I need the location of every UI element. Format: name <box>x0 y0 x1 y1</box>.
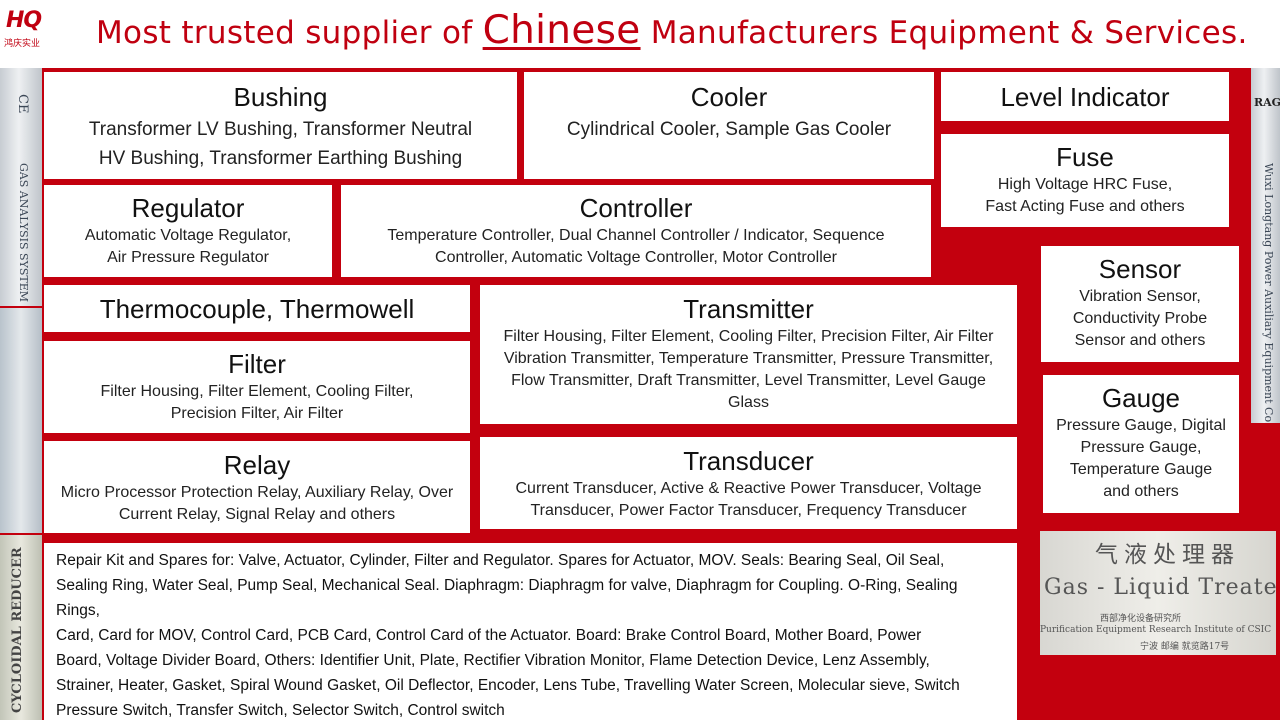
controller-title: Controller <box>579 193 693 223</box>
fuse-desc-line2: Fast Acting Fuse and others <box>985 198 1185 215</box>
right-equipment-photo: RAG Wuxi Longtang Power Auxiliary Equipm… <box>1251 68 1280 423</box>
controller-desc-line1: Temperature Controller, Dual Channel Con… <box>387 227 885 244</box>
transducer-desc-line2: Transducer, Power Factor Transducer, Fre… <box>530 502 967 519</box>
transmitter-title: Transmitter <box>683 294 814 324</box>
transmitter-desc-line4: Glass <box>728 394 769 411</box>
sensor-title: Sensor <box>1098 254 1182 284</box>
relay-desc-line1: Micro Processor Protection Relay, Auxili… <box>60 484 454 501</box>
gas-liquid-treater-photo: 气液处理器 Gas - Liquid Treater 西部净化设备研究所 Pur… <box>1040 531 1276 655</box>
transducer-title: Transducer <box>683 446 814 476</box>
thermocouple-box: Thermocouple, Thermowell <box>44 285 470 332</box>
title-after: Manufacturers Equipment & Services. <box>640 15 1248 51</box>
bushing-box: Bushing Transformer LV Bushing, Transfor… <box>44 72 517 179</box>
spares-line3: Rings, <box>56 602 100 619</box>
transmitter-desc-line3: Flow Transmitter, Draft Transmitter, Lev… <box>511 372 986 389</box>
spares-line4: Card, Card for MOV, Control Card, PCB Ca… <box>56 627 922 644</box>
nameplate-chinese: 气液处理器 <box>1095 542 1240 568</box>
spares-box: Repair Kit and Spares for: Valve, Actuat… <box>44 543 1017 720</box>
sensor-box: Sensor Vibration Sensor, Conductivity Pr… <box>1041 246 1239 362</box>
sensor-desc-line3: Sensor and others <box>1074 332 1206 349</box>
gauge-title: Gauge <box>1101 383 1181 413</box>
logo-subtitle: 鸿庆实业 <box>4 38 41 48</box>
sensor-desc-line2: Conductivity Probe <box>1072 310 1208 327</box>
left-equipment-photo-bottom: CYCLOIDAL REDUCER <box>0 535 42 720</box>
transmitter-desc-line2: Vibration Transmitter, Temperature Trans… <box>503 350 994 367</box>
slide-header: HQ 鸿庆实业 Most trusted supplier of Chinese… <box>0 0 1280 68</box>
regulator-box: Regulator Automatic Voltage Regulator, A… <box>44 185 332 277</box>
regulator-title: Regulator <box>131 193 245 223</box>
left-equipment-photo-middle <box>0 308 42 533</box>
transmitter-desc-line1: Filter Housing, Filter Element, Cooling … <box>503 328 994 345</box>
spares-line7: Pressure Switch, Transfer Switch, Select… <box>56 702 505 719</box>
level-indicator-box: Level Indicator <box>941 72 1229 121</box>
controller-desc-line2: Controller, Automatic Voltage Controller… <box>435 249 837 266</box>
filter-desc-line1: Filter Housing, Filter Element, Cooling … <box>100 383 414 400</box>
regulator-desc-line2: Air Pressure Regulator <box>107 249 269 266</box>
gauge-desc-line1: Pressure Gauge, Digital <box>1056 417 1226 434</box>
nameplate-small-line1: 西部净化设备研究所 <box>1100 614 1182 624</box>
spares-line5: Board, Voltage Divider Board, Others: Id… <box>56 652 930 669</box>
nameplate-small-line3: 宁波 邮编 就览路17号 <box>1140 642 1230 652</box>
bushing-title: Bushing <box>233 82 328 112</box>
fuse-box: Fuse High Voltage HRC Fuse, Fast Acting … <box>941 134 1229 227</box>
cooler-desc: Cylindrical Cooler, Sample Gas Cooler <box>566 119 892 140</box>
gauge-desc-line2: Pressure Gauge, <box>1080 439 1202 456</box>
sensor-desc-line1: Vibration Sensor, <box>1079 288 1201 305</box>
right-mark: RAG <box>1254 96 1280 109</box>
regulator-desc-line1: Automatic Voltage Regulator, <box>84 227 292 244</box>
fuse-desc-line1: High Voltage HRC Fuse, <box>997 176 1173 193</box>
gauge-box: Gauge Pressure Gauge, Digital Pressure G… <box>1043 375 1239 513</box>
spares-line1: Repair Kit and Spares for: Valve, Actuat… <box>56 552 945 569</box>
cooler-box: Cooler Cylindrical Cooler, Sample Gas Co… <box>524 72 934 179</box>
nameplate-english: Gas - Liquid Treater <box>1044 575 1276 600</box>
red-background: CE GAS ANALYSIS SYSTEM CYCLOIDAL REDUCER… <box>0 68 1280 720</box>
transducer-box: Transducer Current Transducer, Active & … <box>480 437 1017 529</box>
ce-mark-left: CE <box>15 94 30 114</box>
nameplate-small-line2: Purification Equipment Research Institut… <box>1040 625 1272 635</box>
company-logo: HQ 鸿庆实业 <box>4 8 60 48</box>
cooler-title: Cooler <box>690 82 768 112</box>
controller-box: Controller Temperature Controller, Dual … <box>341 185 931 277</box>
level-indicator-title: Level Indicator <box>1000 81 1170 112</box>
left-equipment-photo-top: CE GAS ANALYSIS SYSTEM <box>0 68 42 306</box>
slide-title: Most trusted supplier of Chinese Manufac… <box>96 8 1248 53</box>
fuse-title: Fuse <box>1056 142 1114 172</box>
gauge-desc-line3: Temperature Gauge <box>1069 461 1213 478</box>
bushing-desc-line1: Transformer LV Bushing, Transformer Neut… <box>88 119 473 140</box>
logo-mark: HQ <box>6 8 42 33</box>
relay-title: Relay <box>223 450 291 480</box>
thermocouple-title: Thermocouple, Thermowell <box>99 293 415 324</box>
cycloidal-reducer-label: CYCLOIDAL REDUCER <box>10 547 25 713</box>
filter-box: Filter Filter Housing, Filter Element, C… <box>44 341 470 433</box>
transducer-desc-line1: Current Transducer, Active & Reactive Po… <box>515 480 982 497</box>
filter-desc-line2: Precision Filter, Air Filter <box>170 405 344 422</box>
title-emphasis: Chinese <box>482 8 641 53</box>
filter-title: Filter <box>228 349 286 379</box>
relay-desc-line2: Current Relay, Signal Relay and others <box>118 506 396 523</box>
right-company-label: Wuxi Longtang Power Auxiliary Equipment … <box>1262 163 1275 423</box>
gauge-desc-line4: and others <box>1103 483 1179 500</box>
relay-box: Relay Micro Processor Protection Relay, … <box>44 441 470 533</box>
transmitter-box: Transmitter Filter Housing, Filter Eleme… <box>480 285 1017 424</box>
spares-line6: Strainer, Heater, Gasket, Spiral Wound G… <box>56 677 960 694</box>
spares-line2: Sealing Ring, Water Seal, Pump Seal, Mec… <box>56 577 958 594</box>
title-before: Most trusted supplier of <box>96 15 483 51</box>
gas-analysis-label: GAS ANALYSIS SYSTEM <box>17 163 30 303</box>
bushing-desc-line2: HV Bushing, Transformer Earthing Bushing <box>98 148 463 169</box>
